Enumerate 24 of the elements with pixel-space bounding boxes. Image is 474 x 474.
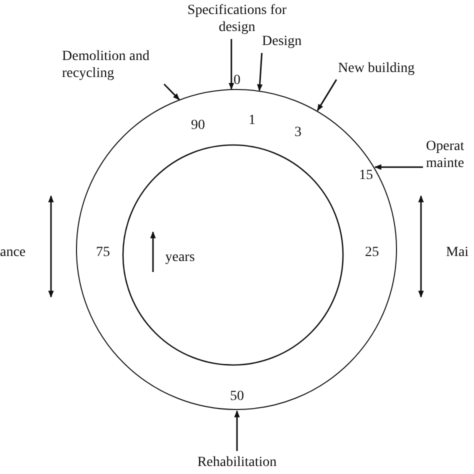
arrow — [374, 164, 423, 170]
stage-label: Design — [262, 33, 314, 50]
stage-label: Rehabilitation — [186, 454, 288, 471]
year-mark: 25 — [365, 245, 379, 261]
year-mark: 50 — [230, 389, 244, 405]
year-mark: 3 — [294, 125, 302, 141]
year-mark: 0 — [234, 73, 240, 89]
stage-label: New building — [338, 60, 438, 77]
stage-label: Mai — [446, 244, 474, 261]
year-mark: 75 — [96, 245, 110, 261]
year-mark: 15 — [359, 168, 373, 184]
arrow — [164, 84, 180, 100]
stage-label: Demolition and recycling — [62, 48, 162, 82]
arrow — [257, 52, 263, 92]
axis-label: years — [165, 250, 195, 266]
stage-label: Specifications for design — [176, 2, 298, 36]
arrow — [234, 410, 240, 451]
outer-circle — [76, 89, 398, 410]
stage-label: Operat mainte — [426, 138, 474, 172]
arrow — [228, 39, 234, 90]
arrow — [316, 79, 338, 112]
stage-label: ance — [0, 244, 32, 261]
year-mark: 1 — [248, 113, 256, 129]
year-mark: 90 — [191, 118, 205, 134]
